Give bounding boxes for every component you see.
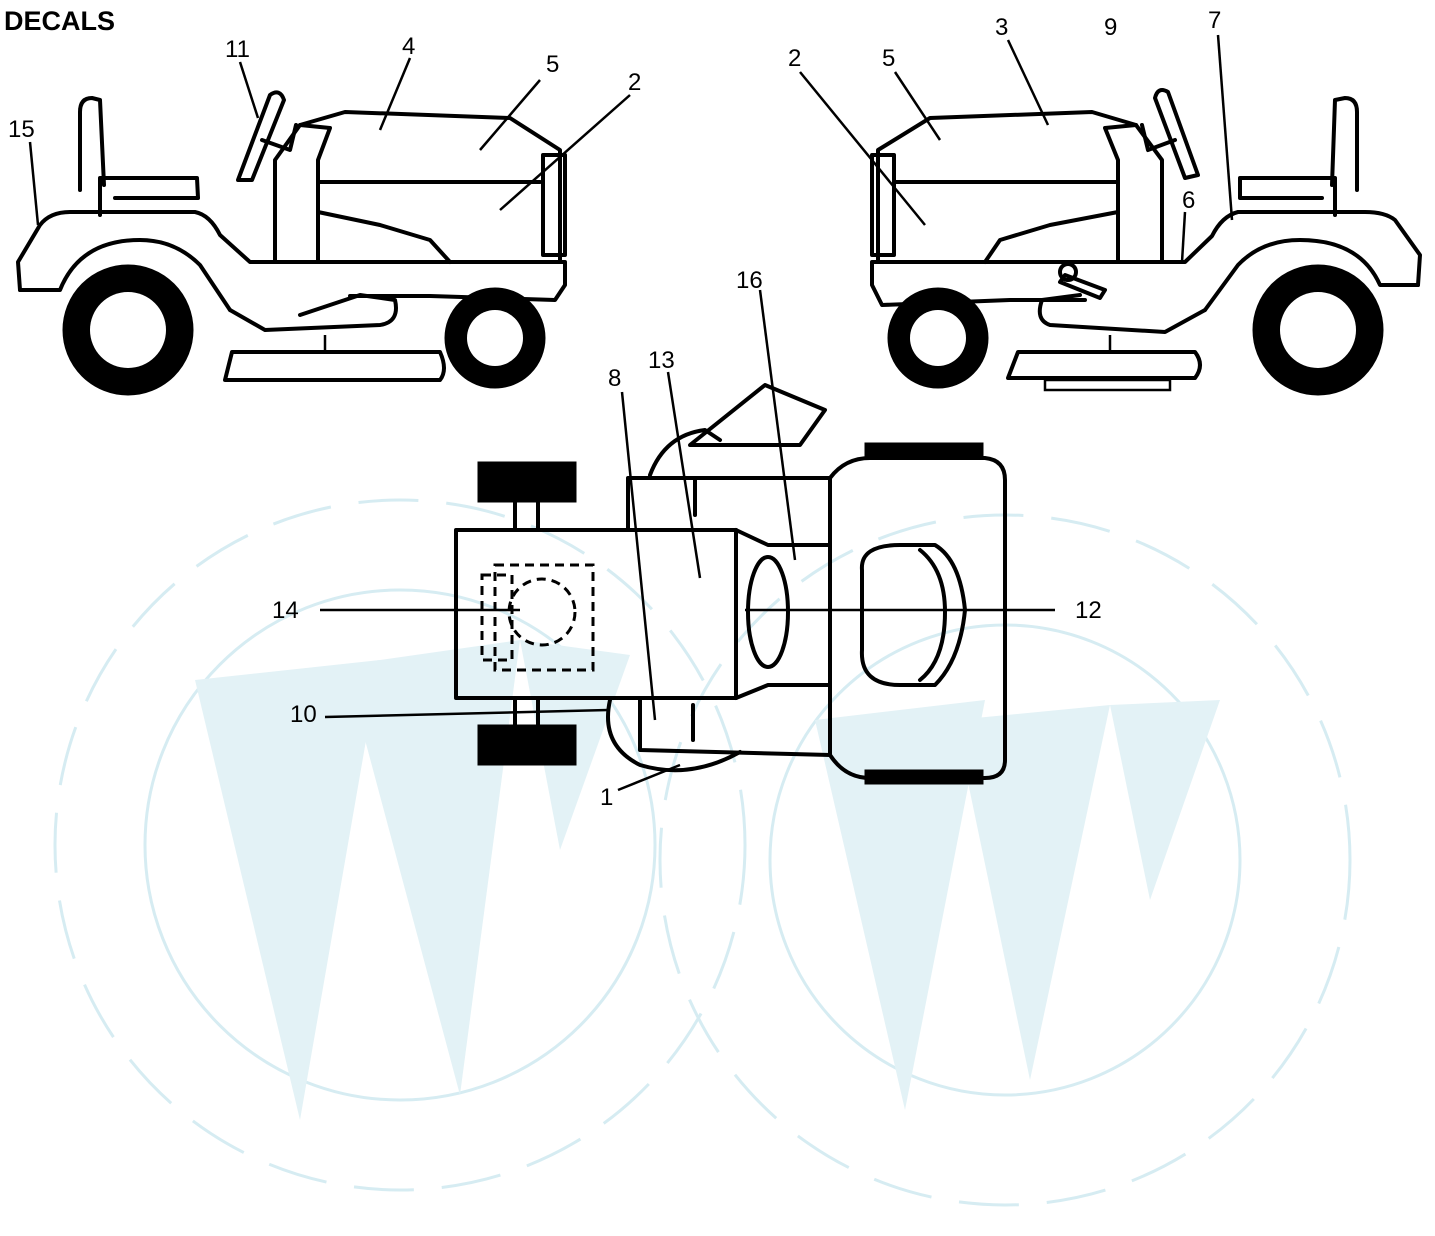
callout-label: 9 <box>1104 14 1117 41</box>
callout-label: 15 <box>8 116 35 143</box>
callout-label: 5 <box>882 45 895 72</box>
callout-label: 7 <box>1208 7 1221 34</box>
callout-label: 14 <box>272 597 299 624</box>
right-view-callouts: 2 5 3 9 7 6 <box>788 7 1221 214</box>
callout-label: 16 <box>736 267 763 294</box>
tractor-left-side-view <box>16 57 631 396</box>
tractor-right-side-view <box>799 34 1422 396</box>
callout-label: 3 <box>995 14 1008 41</box>
callout-label: 4 <box>402 33 415 60</box>
watermark <box>53 498 1352 1207</box>
left-view-callouts: 15 11 4 5 2 <box>8 33 641 143</box>
callout-label: 11 <box>225 36 250 63</box>
callout-label: 10 <box>290 701 317 728</box>
callout-label: 13 <box>648 347 675 374</box>
watermark-gear-left <box>53 498 747 1192</box>
callout-label: 2 <box>628 69 641 96</box>
callout-label: 5 <box>546 51 559 78</box>
callout-label: 6 <box>1182 187 1195 214</box>
callout-label: 2 <box>788 45 801 72</box>
callout-label: 8 <box>608 365 621 392</box>
callout-label: 12 <box>1075 597 1102 624</box>
tractor-top-view <box>320 289 1055 792</box>
top-view-callouts: 16 13 8 14 12 10 1 <box>272 267 1102 811</box>
diagram-title: DECALS <box>4 6 115 36</box>
callout-label: 1 <box>600 784 613 811</box>
